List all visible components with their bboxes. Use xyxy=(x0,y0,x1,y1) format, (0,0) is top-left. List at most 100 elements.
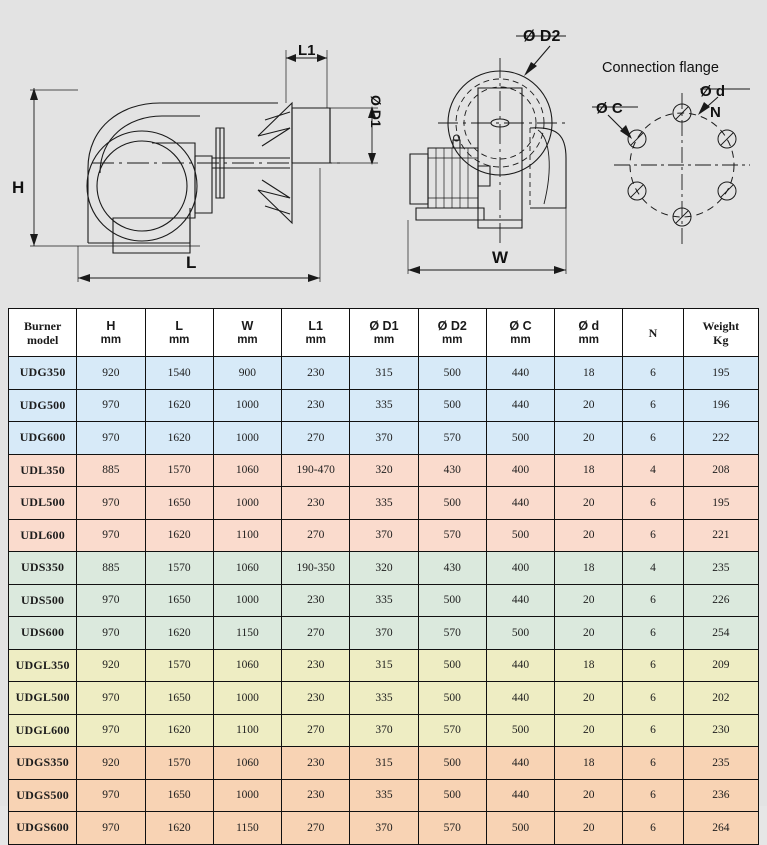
cell-C: 440 xyxy=(485,778,556,812)
cell-C: 440 xyxy=(485,388,556,422)
cell-d: 18 xyxy=(554,648,624,682)
cell-L1: 230 xyxy=(281,356,351,390)
cell-D1: 335 xyxy=(349,388,419,422)
cell-L: 1570 xyxy=(144,648,214,682)
cell-N: 6 xyxy=(622,648,684,682)
cell-L1: 230 xyxy=(281,388,351,422)
cell-H: 885 xyxy=(76,551,146,585)
cell-L1: 230 xyxy=(281,778,351,812)
cell-D1: 370 xyxy=(349,616,419,650)
cell-L1: 270 xyxy=(281,421,351,455)
column-header-D2: Ø D2 mm xyxy=(417,308,487,357)
cell-N: 6 xyxy=(622,681,684,715)
cell-C: 500 xyxy=(485,421,556,455)
cell-weight: 221 xyxy=(682,518,760,552)
cell-burner-model: UDS500 xyxy=(7,583,78,617)
cell-W: 1000 xyxy=(212,681,283,715)
cell-L: 1620 xyxy=(144,421,214,455)
cell-d: 18 xyxy=(554,356,624,390)
cell-W: 1150 xyxy=(212,616,283,650)
cell-D2: 500 xyxy=(417,583,487,617)
cell-C: 500 xyxy=(485,518,556,552)
cell-burner-model: UDG350 xyxy=(7,356,78,390)
cell-L1: 230 xyxy=(281,648,351,682)
cell-D1: 370 xyxy=(349,713,419,747)
column-header-d: Ø d mm xyxy=(554,308,624,357)
cell-D2: 570 xyxy=(417,421,487,455)
column-header-H: H mm xyxy=(76,308,146,357)
cell-weight: 236 xyxy=(682,778,760,812)
cell-N: 6 xyxy=(622,486,684,520)
dimension-label-C: Ø C xyxy=(596,100,623,117)
dimension-label-D2: Ø D2 xyxy=(523,28,561,45)
cell-H: 885 xyxy=(76,453,146,487)
cell-H: 970 xyxy=(76,388,146,422)
cell-burner-model: UDL350 xyxy=(7,453,78,487)
cell-L: 1620 xyxy=(144,713,214,747)
cell-N: 6 xyxy=(622,616,684,650)
cell-d: 20 xyxy=(554,421,624,455)
cell-D1: 335 xyxy=(349,778,419,812)
cell-D2: 570 xyxy=(417,713,487,747)
dimension-label-L: L xyxy=(186,253,197,272)
cell-D2: 570 xyxy=(417,518,487,552)
cell-D1: 320 xyxy=(349,453,419,487)
cell-L: 1620 xyxy=(144,811,214,845)
cell-D1: 335 xyxy=(349,486,419,520)
cell-d: 20 xyxy=(554,518,624,552)
cell-C: 440 xyxy=(485,583,556,617)
cell-weight: 230 xyxy=(682,713,760,747)
cell-D2: 500 xyxy=(417,681,487,715)
dimension-label-W: W xyxy=(492,248,509,267)
cell-H: 970 xyxy=(76,518,146,552)
cell-N: 4 xyxy=(622,453,684,487)
cell-C: 500 xyxy=(485,811,556,845)
cell-D1: 370 xyxy=(349,421,419,455)
column-header-weight: Weight Kg xyxy=(682,308,760,357)
cell-L: 1620 xyxy=(144,518,214,552)
cell-N: 6 xyxy=(622,518,684,552)
cell-L: 1570 xyxy=(144,551,214,585)
cell-W: 1060 xyxy=(212,648,283,682)
cell-D1: 315 xyxy=(349,648,419,682)
cell-N: 6 xyxy=(622,746,684,780)
cell-weight: 195 xyxy=(682,486,760,520)
cell-burner-model: UDS350 xyxy=(7,551,78,585)
cell-L: 1570 xyxy=(144,746,214,780)
cell-D1: 370 xyxy=(349,811,419,845)
cell-N: 6 xyxy=(622,356,684,390)
cell-D2: 430 xyxy=(417,551,487,585)
cell-D2: 500 xyxy=(417,746,487,780)
cell-C: 500 xyxy=(485,616,556,650)
technical-drawings: H L L1 Ø D1 xyxy=(0,0,767,305)
cell-C: 440 xyxy=(485,356,556,390)
cell-D2: 500 xyxy=(417,486,487,520)
cell-weight: 208 xyxy=(682,453,760,487)
cell-L1: 230 xyxy=(281,583,351,617)
cell-burner-model: UDGL500 xyxy=(7,681,78,715)
cell-weight: 222 xyxy=(682,421,760,455)
cell-D1: 315 xyxy=(349,746,419,780)
cell-d: 20 xyxy=(554,778,624,812)
cell-d: 18 xyxy=(554,551,624,585)
cell-N: 6 xyxy=(622,388,684,422)
cell-C: 400 xyxy=(485,453,556,487)
cell-L1: 270 xyxy=(281,616,351,650)
column-header-L: L mm xyxy=(144,308,214,357)
cell-L: 1620 xyxy=(144,616,214,650)
cell-weight: 254 xyxy=(682,616,760,650)
cell-H: 970 xyxy=(76,811,146,845)
cell-L1: 270 xyxy=(281,811,351,845)
cell-d: 20 xyxy=(554,713,624,747)
connection-flange-drawing xyxy=(592,88,750,245)
